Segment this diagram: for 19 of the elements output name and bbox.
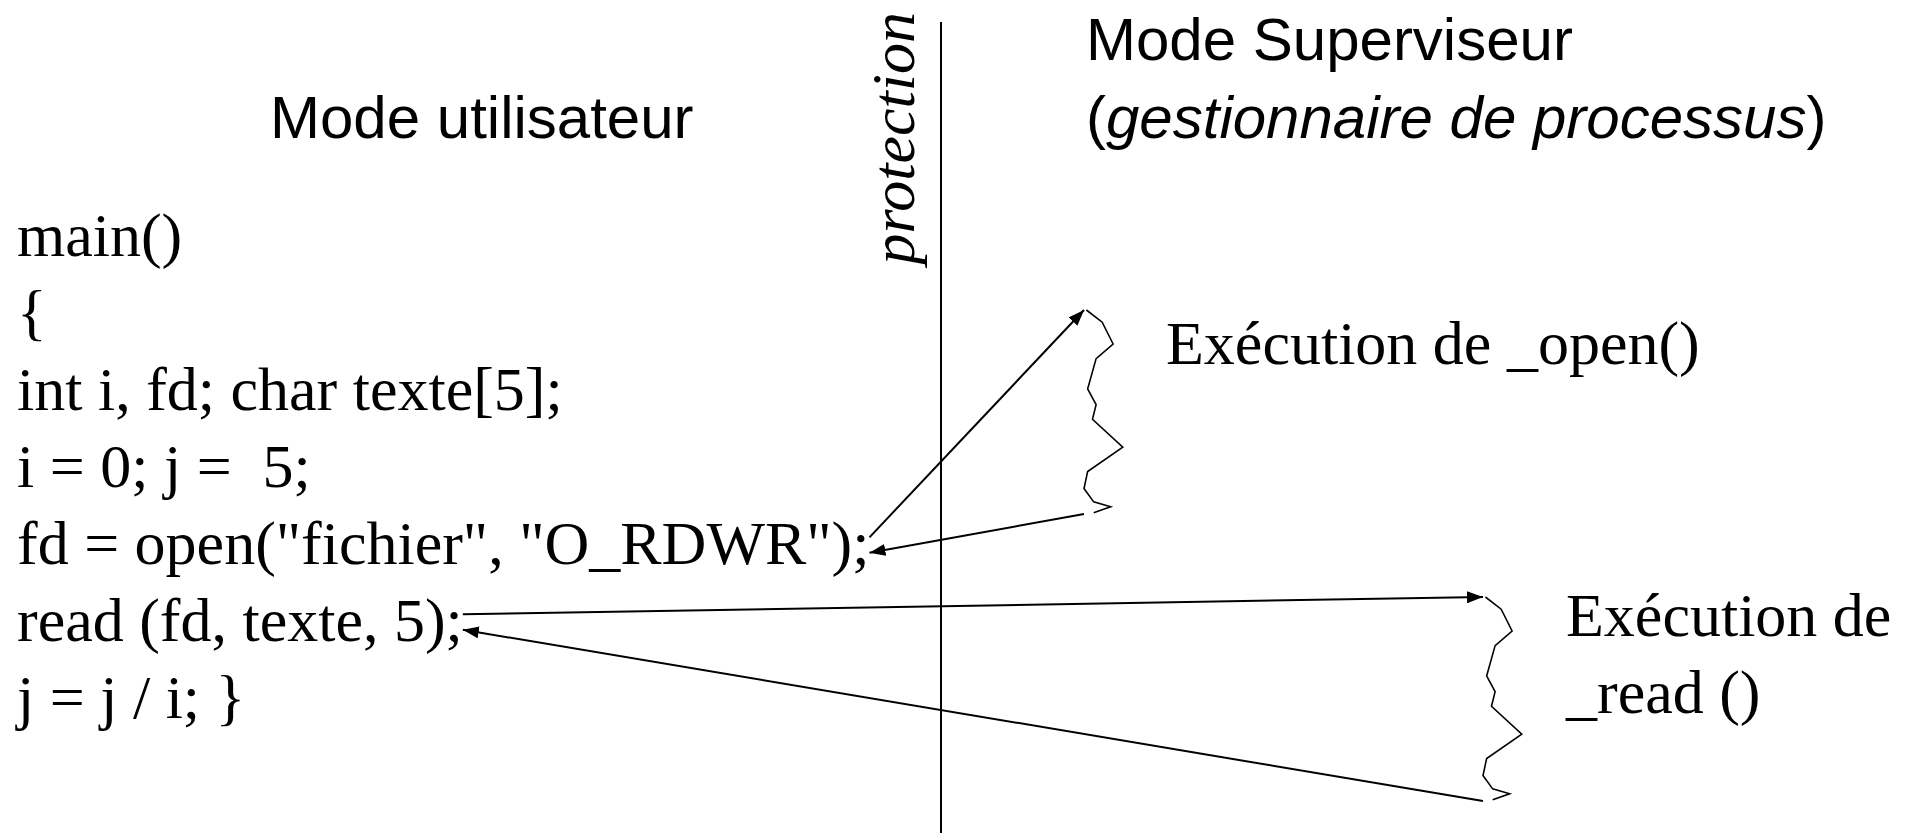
subheading: (gestionnaire de processus): [1086, 83, 1827, 153]
heading: Mode Superviseur: [1086, 5, 1573, 75]
zigzag-brace: [1084, 310, 1124, 514]
code-line: read (fd, texte, 5);: [17, 582, 463, 659]
arrow: [461, 591, 1484, 616]
code-line: int i, fd; char texte[5];: [17, 354, 563, 425]
arrow: [868, 513, 1085, 556]
code-line: fd = open("fichier", "O_RDWR");: [17, 505, 870, 582]
code-line: j = j / i; }: [17, 662, 246, 733]
execution-label: Exécution de _read (): [1566, 580, 1893, 728]
rotated-label: protection: [860, 12, 926, 265]
execution-label: Exécution de _open(): [1166, 308, 1701, 379]
zigzag-brace: [1483, 597, 1523, 801]
code-line: i = 0; j = 5;: [17, 431, 311, 502]
code-line: {: [17, 277, 47, 348]
arrow: [868, 309, 1085, 539]
arrow: [461, 626, 1484, 802]
heading: Mode utilisateur: [270, 83, 694, 153]
code-line: main(): [17, 200, 183, 271]
